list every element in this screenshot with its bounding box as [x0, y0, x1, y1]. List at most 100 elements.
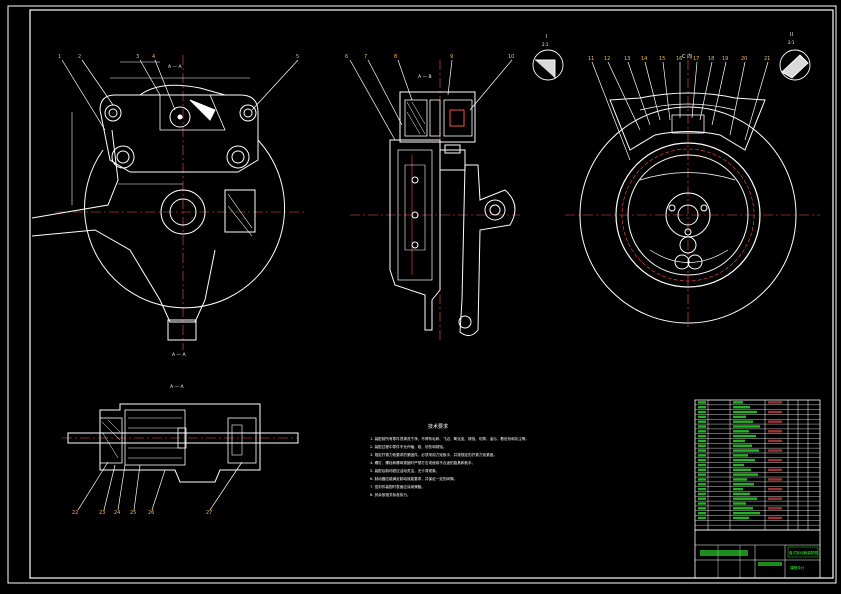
parts-row-mark: [698, 444, 706, 447]
parts-row-mark: [733, 478, 747, 481]
balloon-9: 9: [450, 54, 453, 60]
parts-row-mark: [733, 420, 753, 423]
note-line-1: 1. 装配前所有零件须清洗干净，不得有毛刺、飞边、氧化皮、锈蚀、切屑、油污、着色…: [370, 436, 529, 441]
parts-row-mark: [698, 430, 706, 433]
detail-right-label: II: [790, 32, 793, 38]
parts-row-mark: [698, 516, 706, 520]
outer-frame: [7, 5, 837, 584]
bottom-leaders: [77, 461, 243, 511]
balloon-16: 16: [676, 56, 682, 62]
section-label-bottom: A — A: [170, 384, 184, 390]
parts-row-mark: [733, 463, 744, 467]
parts-row-mark: [733, 401, 743, 404]
parts-row-mark: [733, 507, 753, 510]
parts-row-mark: [733, 483, 754, 486]
parts-row-mark: [768, 410, 782, 414]
note-line-7: 7. 密封件装配时表面应涂润滑脂。: [370, 484, 425, 489]
parts-row-mark: [698, 487, 706, 491]
parts-row-mark: [733, 449, 759, 452]
parts-row-mark: [698, 454, 706, 457]
detail-left-scale: 2:1: [542, 42, 549, 47]
parts-row-mark: [733, 497, 757, 500]
view-c-label: C 向: [682, 53, 692, 60]
mid-leaders: [349, 59, 513, 141]
parts-row-mark: [768, 516, 782, 520]
parts-row-mark: [768, 449, 782, 452]
parts-row-mark: [768, 430, 782, 433]
note-line-3: 3. 规定拧紧力矩要求的紧固件，必须采用力矩扳手，并按规定的拧紧力矩紧固。: [370, 452, 497, 457]
balloon-21: 21: [764, 56, 770, 62]
parts-row-mark: [698, 449, 706, 452]
parts-row-mark: [733, 502, 746, 505]
right-view: [565, 60, 820, 330]
parts-row-mark: [698, 425, 706, 428]
bottom-section-view: [62, 403, 299, 483]
balloon-5: 5: [296, 54, 299, 60]
balloon-14: 14: [641, 56, 647, 62]
balloon-19: 19: [722, 56, 728, 62]
balloon-13: 13: [624, 56, 630, 62]
parts-row-mark: [733, 444, 752, 447]
parts-row-mark: [698, 420, 706, 423]
parts-row-mark: [768, 478, 782, 481]
title-block: 盘式制动器装配图 课程设计: [694, 529, 821, 579]
left-view: [31, 55, 305, 350]
parts-row-mark: [698, 463, 706, 467]
balloon-3: 3: [136, 54, 139, 60]
note-line-2: 2. 装配过程中零件不允许磕、碰、划伤和锈蚀。: [370, 444, 446, 449]
balloon-24: 24: [114, 510, 120, 516]
parts-row-mark: [768, 487, 782, 491]
balloon-10: 10: [508, 54, 514, 60]
parts-row-mark: [733, 468, 751, 472]
parts-row-mark: [733, 473, 758, 476]
parts-row-mark: [733, 492, 750, 496]
parts-row-mark: [733, 458, 755, 462]
left-leaders: [61, 59, 299, 131]
parts-row-mark: [698, 401, 706, 404]
parts-row-mark: [733, 406, 750, 409]
parts-row-mark: [698, 439, 706, 443]
technical-notes: 技术要求 1. 装配前所有零件须清洗干净，不得有毛刺、飞边、氧化皮、锈蚀、切屑、…: [370, 423, 529, 497]
parts-row-mark: [733, 434, 756, 438]
balloon-18: 18: [708, 56, 714, 62]
parts-row-mark: [698, 497, 706, 500]
parts-row-mark: [698, 434, 706, 438]
parts-row-mark: [698, 507, 706, 510]
note-line-5: 5. 装配后制动钳应活动灵活，无卡滞现象。: [370, 468, 439, 473]
detail-view-left: [532, 49, 564, 81]
bottom-balloons: 22 23 24 25 26 27: [72, 510, 212, 516]
left-balloons: 1 2 3 4 5: [58, 54, 299, 60]
parts-row-mark: [768, 458, 782, 462]
mid-balloons: 6 7 8 9 10: [345, 54, 514, 60]
section-label-a: A — A: [172, 352, 186, 358]
detail-view-right: [779, 49, 811, 81]
parts-row-mark: [698, 511, 706, 515]
detail-left-label: I: [546, 34, 547, 40]
title-block-title: 盘式制动器装配图: [789, 550, 818, 555]
right-leaders: [591, 61, 769, 161]
balloon-2: 2: [78, 54, 81, 60]
section-label-mid: A — B: [418, 74, 432, 80]
section-label-top: A — A: [168, 64, 182, 70]
parts-row-mark: [733, 487, 743, 491]
title-block-subtitle: 课程设计: [790, 565, 805, 570]
balloon-15: 15: [659, 56, 665, 62]
balloon-4: 4: [152, 54, 155, 60]
parts-row-mark: [698, 468, 706, 472]
parts-row-mark: [768, 439, 782, 443]
parts-row-mark: [698, 415, 706, 419]
balloon-8: 8: [394, 54, 397, 60]
notes-heading: 技术要求: [428, 423, 448, 430]
parts-row-mark: [698, 478, 706, 481]
balloon-22: 22: [72, 510, 78, 516]
balloon-7: 7: [364, 54, 367, 60]
balloon-26: 26: [148, 510, 154, 516]
parts-row-mark: [698, 483, 706, 486]
note-line-4: 4. 螺钉、螺栓和螺母紧固时严禁打击或使用不合适的旋具和扳手。: [370, 460, 475, 465]
parts-row-mark: [698, 410, 706, 414]
note-line-8: 8. 其余按相关标准执行。: [370, 492, 411, 497]
detail-right-scale: 2:1: [788, 40, 795, 45]
balloon-1: 1: [58, 54, 61, 60]
parts-row-mark: [733, 439, 745, 443]
